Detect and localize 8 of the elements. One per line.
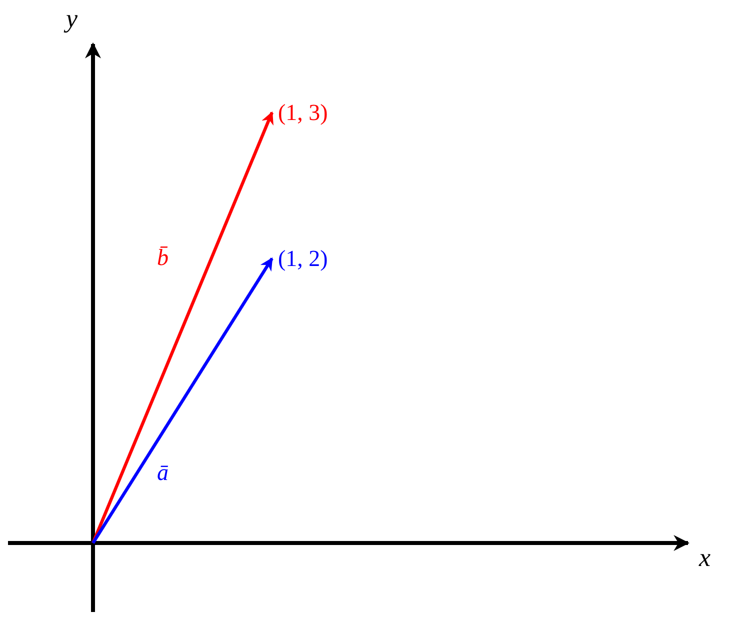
coordinate-label: (1, 2) [278,247,328,270]
vector-arrow [92,257,274,544]
vector-arrow [92,111,274,544]
vector-label: ā [157,461,168,484]
vector-label: b̄ [157,246,168,269]
axis-label: x [699,545,711,571]
coordinate-label: (1, 3) [278,101,328,124]
axis-label: y [66,6,78,32]
